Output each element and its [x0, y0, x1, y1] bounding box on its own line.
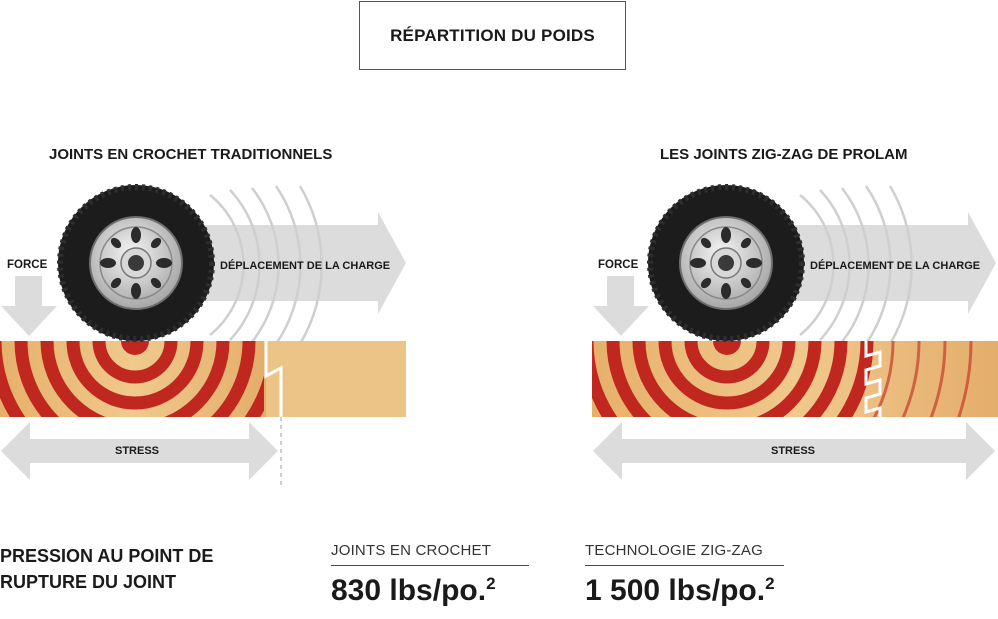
- stress-label-left: STRESS: [115, 445, 160, 457]
- load-arrow: [190, 212, 406, 314]
- stat-zigzag-label: TECHNOLOGIE ZIG-ZAG: [585, 542, 784, 566]
- left-diagram: [0, 184, 406, 486]
- zigzag-joint: [864, 341, 882, 417]
- stat-zigzag: TECHNOLOGIE ZIG-ZAG 1 500 lbs/po.2: [585, 542, 784, 608]
- load-label-left: DÉPLACEMENT DE LA CHARGE: [220, 260, 391, 272]
- footer-heading-line1: PRESSION AU POINT DE: [0, 546, 214, 566]
- load-arrow: [780, 212, 996, 314]
- right-diagram: [592, 184, 998, 480]
- tire: [57, 184, 215, 342]
- stress-arrow: [593, 422, 995, 480]
- right-panel-title: LES JOINTS ZIG-ZAG DE PROLAM: [660, 146, 908, 163]
- hook-joint: [264, 341, 283, 417]
- stat-zigzag-value: 1 500 lbs/po.2: [585, 574, 775, 607]
- force-label-right: FORCE: [598, 259, 639, 271]
- left-panel-title: JOINTS EN CROCHET TRADITIONNELS: [49, 146, 333, 163]
- footer-heading-line2: RUPTURE DU JOINT: [0, 572, 177, 592]
- footer-heading: PRESSION AU POINT DE RUPTURE DU JOINT: [0, 543, 213, 595]
- force-arrow: [1, 276, 57, 336]
- wood-beam-right: [266, 341, 406, 417]
- stat-hook-value: 830 lbs/po.2: [331, 574, 496, 607]
- force-arrow: [593, 276, 649, 336]
- load-label-right: DÉPLACEMENT DE LA CHARGE: [810, 260, 981, 272]
- page-title: RÉPARTITION DU POIDS: [359, 1, 626, 70]
- tire: [647, 184, 805, 342]
- force-label-left: FORCE: [7, 259, 48, 271]
- stat-hook: JOINTS EN CROCHET 830 lbs/po.2: [331, 542, 529, 608]
- stress-arrow: [1, 422, 278, 480]
- stat-hook-label: JOINTS EN CROCHET: [331, 542, 529, 566]
- stress-label-right: STRESS: [771, 445, 816, 457]
